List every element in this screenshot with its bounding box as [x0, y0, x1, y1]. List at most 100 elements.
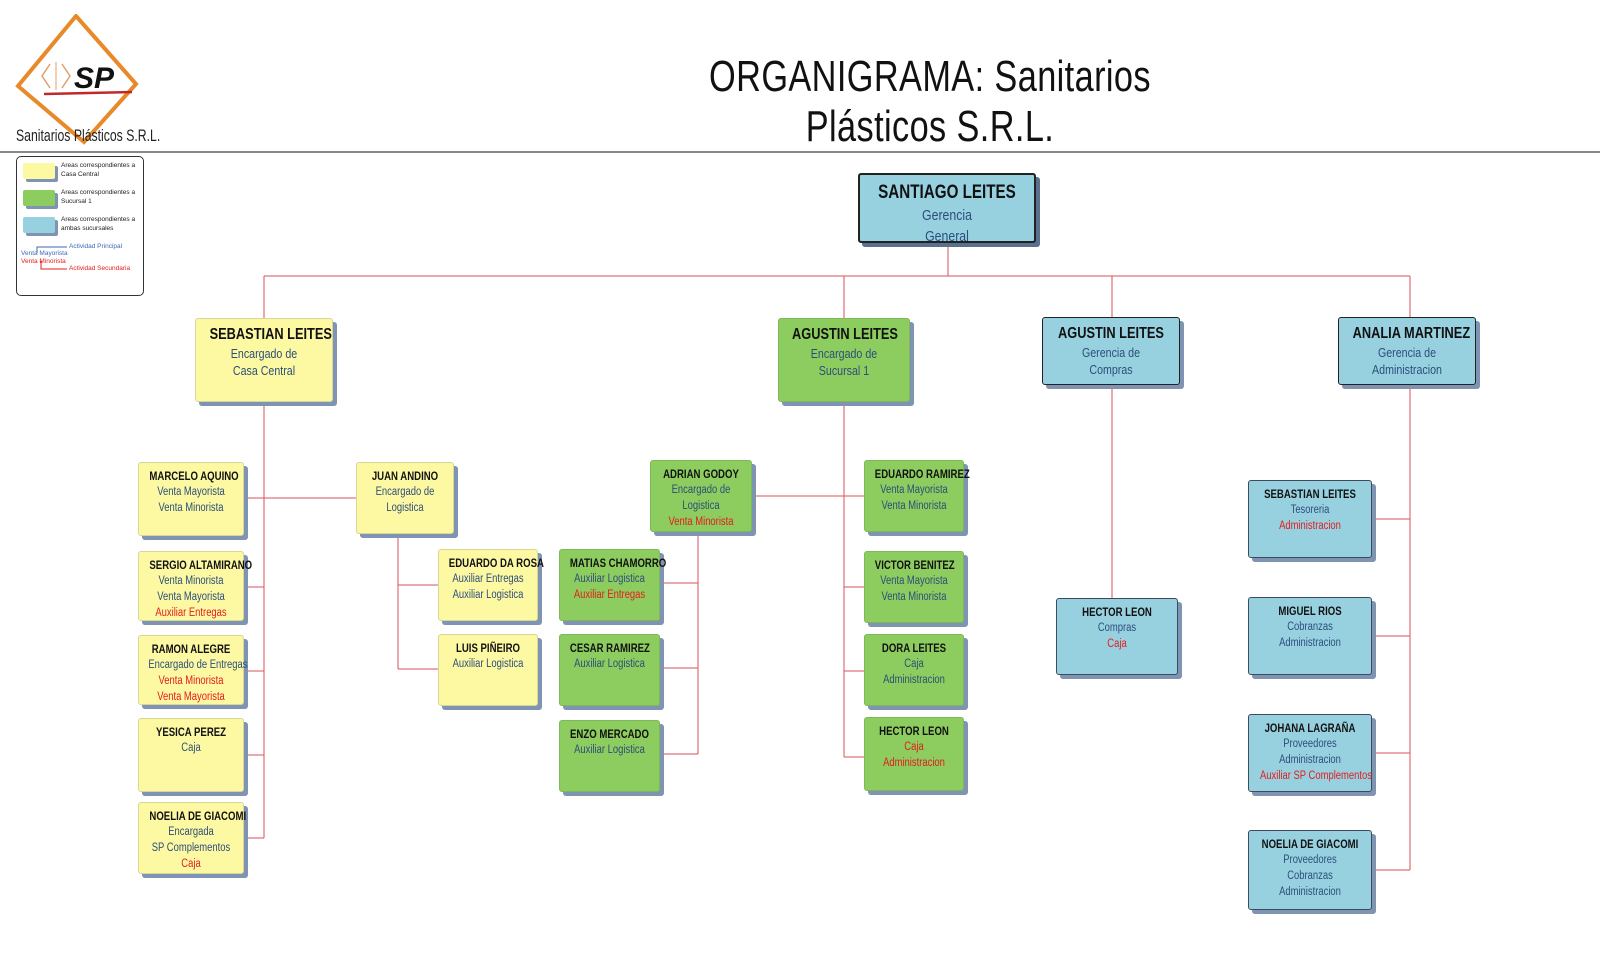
node-role-primary: Encargada: [168, 826, 214, 838]
node-name: MATIAS CHAMORRO: [569, 556, 667, 570]
node-role-primary: Encargado de Entregas: [148, 659, 248, 671]
node-name: VICTOR BENITEZ: [874, 558, 955, 572]
node-role-primary: Compras: [1089, 362, 1133, 377]
legend-label: Areas correspondientes a ambas sucursale…: [61, 216, 136, 232]
node-role-primary: Administracion: [1372, 362, 1442, 377]
legend-label: Areas correspondientes a Casa Central: [61, 162, 136, 178]
logo-initials: SP: [74, 62, 115, 95]
node-role-primary: Logistica: [682, 500, 720, 512]
node-role-primary: Encargado de: [230, 346, 298, 361]
node-name: ANALIA MARTINEZ: [1352, 325, 1471, 342]
node-role-primary: Venta Minorista: [881, 591, 947, 603]
node-name: NOELIA DE GIACOMI: [149, 809, 247, 823]
node-role-primary: Auxiliar Logistica: [574, 744, 645, 756]
node-name: JOHANA LAGRAÑA: [1264, 721, 1356, 735]
node-role-primary: Venta Minorista: [158, 575, 224, 587]
node-role-primary: Proveedores: [1283, 738, 1337, 750]
node-role-primary: Gerencia de: [1377, 345, 1437, 360]
node-role-primary: Venta Minorista: [881, 500, 947, 512]
node-role-primary: Cobranzas: [1287, 870, 1333, 882]
node-role-primary: Sucursal 1: [818, 363, 870, 378]
node-role-primary: Auxiliar Logistica: [452, 658, 524, 670]
node-name: SEBASTIAN LEITES: [1264, 487, 1356, 501]
node-role-primary: Auxiliar Logistica: [452, 589, 524, 601]
node-role-primary: Caja: [181, 742, 201, 754]
node-role-primary: Gerencia de: [1081, 345, 1141, 360]
node-role-primary: Caja: [904, 658, 924, 670]
node-role-secondary: Caja: [1107, 638, 1127, 650]
node-role-primary: General: [925, 228, 969, 245]
node-role-secondary: Auxiliar Entregas: [573, 589, 646, 601]
node-name: MARCELO AQUINO: [149, 469, 239, 483]
node-role-primary: Logistica: [386, 502, 424, 514]
node-role-primary: Tesoreria: [1290, 504, 1330, 516]
node-role-secondary: Venta Minorista: [158, 675, 224, 687]
legend-swatch-casa-central: [23, 163, 55, 179]
node-role-primary: SP Complementos: [151, 842, 231, 854]
node-role-primary: Administracion: [883, 674, 945, 686]
node-name: HECTOR LEON: [879, 724, 949, 738]
node-name: AGUSTIN LEITES: [1058, 325, 1164, 342]
node-name: EDUARDO DA ROSA: [448, 556, 544, 570]
node-name: SEBASTIAN LEITES: [209, 326, 332, 343]
node-analia-martinez[interactable]: ANALIA MARTINEZ Gerencia de Administracion: [1338, 317, 1476, 385]
node-role-primary: Auxiliar Logistica: [574, 658, 645, 670]
node-role-secondary: Venta Minorista: [668, 516, 734, 528]
node-name: JUAN ANDINO: [371, 469, 439, 483]
node-noelia-de-giacomi-cc[interactable]: NOELIA DE GIACOMI Encargada SP Complemento…: [138, 802, 247, 874]
node-role-primary: Administracion: [1279, 754, 1341, 766]
node-name: SANTIAGO LEITES: [878, 182, 1016, 203]
node-role-primary: Gerencia: [922, 207, 972, 224]
node-role-secondary: Caja: [904, 741, 924, 753]
node-name: EDUARDO RAMIREZ: [874, 467, 970, 481]
node-agustin-leites-compras[interactable]: AGUSTIN LEITES Gerencia de Compras: [1042, 317, 1180, 385]
legend-secondary-label: Actividad Secundaria: [69, 265, 131, 272]
node-role-primary: Auxiliar Entregas: [452, 573, 524, 585]
node-role-primary: Compras: [1097, 622, 1137, 634]
node-name: RAMON ALEGRE: [151, 642, 231, 656]
node-name: DORA LEITES: [881, 641, 947, 655]
node-name: AGUSTIN LEITES: [792, 326, 898, 343]
node-role-primary: Administracion: [1279, 886, 1341, 898]
node-sebastian-leites-casa-central[interactable]: SEBASTIAN LEITES Encargado de Casa Central: [195, 318, 333, 402]
node-role-primary: Encargado de: [671, 484, 731, 496]
node-name: NOELIA DE GIACOMI: [1261, 837, 1359, 851]
node-role-secondary: Venta Mayorista: [157, 691, 225, 703]
node-name: SERGIO ALTAMIRANO: [149, 558, 253, 572]
legend-example-secondary: Venta Minorista: [21, 258, 66, 265]
company-logo: SP: [15, 14, 139, 145]
node-role-primary: Auxiliar Logistica: [574, 573, 645, 585]
legend-example-primary: Venta Mayorista: [21, 250, 68, 257]
node-role-primary: Proveedores: [1283, 854, 1337, 866]
node-role-secondary: Caja: [181, 858, 201, 870]
node-role-primary: Cobranzas: [1287, 621, 1333, 633]
node-role-primary: Casa Central: [232, 363, 296, 378]
node-role-secondary: Administracion: [883, 757, 945, 769]
legend-lines: [36, 246, 67, 270]
node-role-primary: Venta Mayorista: [880, 484, 948, 496]
node-role-primary: Administracion: [1279, 637, 1341, 649]
node-role-primary: Venta Mayorista: [157, 591, 225, 603]
